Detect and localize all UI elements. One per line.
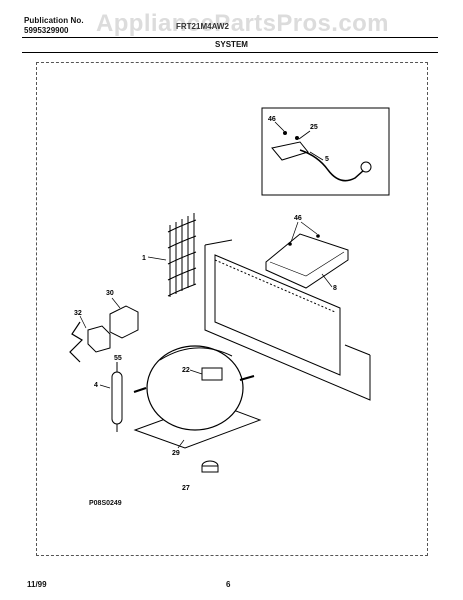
footer-date: 11/99 bbox=[27, 580, 47, 589]
callout-22: 22 bbox=[182, 367, 190, 374]
callout-46-mid: 46 bbox=[294, 215, 302, 222]
diagram-reference-code: P08S0249 bbox=[89, 500, 122, 507]
callout-30: 30 bbox=[106, 290, 114, 297]
diagram-frame bbox=[36, 62, 428, 556]
condenser-coil bbox=[167, 213, 197, 297]
model-number: FRT21M4AW2 bbox=[176, 22, 229, 31]
cover-panel bbox=[265, 221, 349, 289]
publication-number: 5995329900 bbox=[24, 26, 69, 35]
publication-label: Publication No. bbox=[24, 16, 84, 25]
callout-29: 29 bbox=[172, 450, 180, 457]
watermark-logo: AppliancePartsPros.com bbox=[96, 10, 389, 37]
power-cord-lead bbox=[69, 321, 83, 363]
callout-27: 27 bbox=[182, 485, 190, 492]
callout-8: 8 bbox=[333, 285, 337, 292]
relay-overload bbox=[87, 297, 139, 353]
callout-46-top: 46 bbox=[268, 116, 276, 123]
callout-32: 32 bbox=[74, 310, 82, 317]
inset-relay-assembly bbox=[261, 107, 390, 196]
compressor bbox=[133, 345, 262, 449]
section-rule bbox=[22, 52, 438, 53]
cabinet-outline bbox=[204, 239, 371, 401]
header-rule bbox=[22, 37, 438, 38]
filter-drier bbox=[111, 362, 123, 432]
callout-5: 5 bbox=[325, 156, 329, 163]
callout-1: 1 bbox=[142, 255, 146, 262]
footer-page-number: 6 bbox=[226, 580, 231, 589]
callout-25: 25 bbox=[310, 124, 318, 131]
section-title: SYSTEM bbox=[215, 40, 248, 49]
grommet bbox=[201, 460, 219, 473]
callout-55: 55 bbox=[114, 355, 122, 362]
callout-4: 4 bbox=[94, 382, 98, 389]
